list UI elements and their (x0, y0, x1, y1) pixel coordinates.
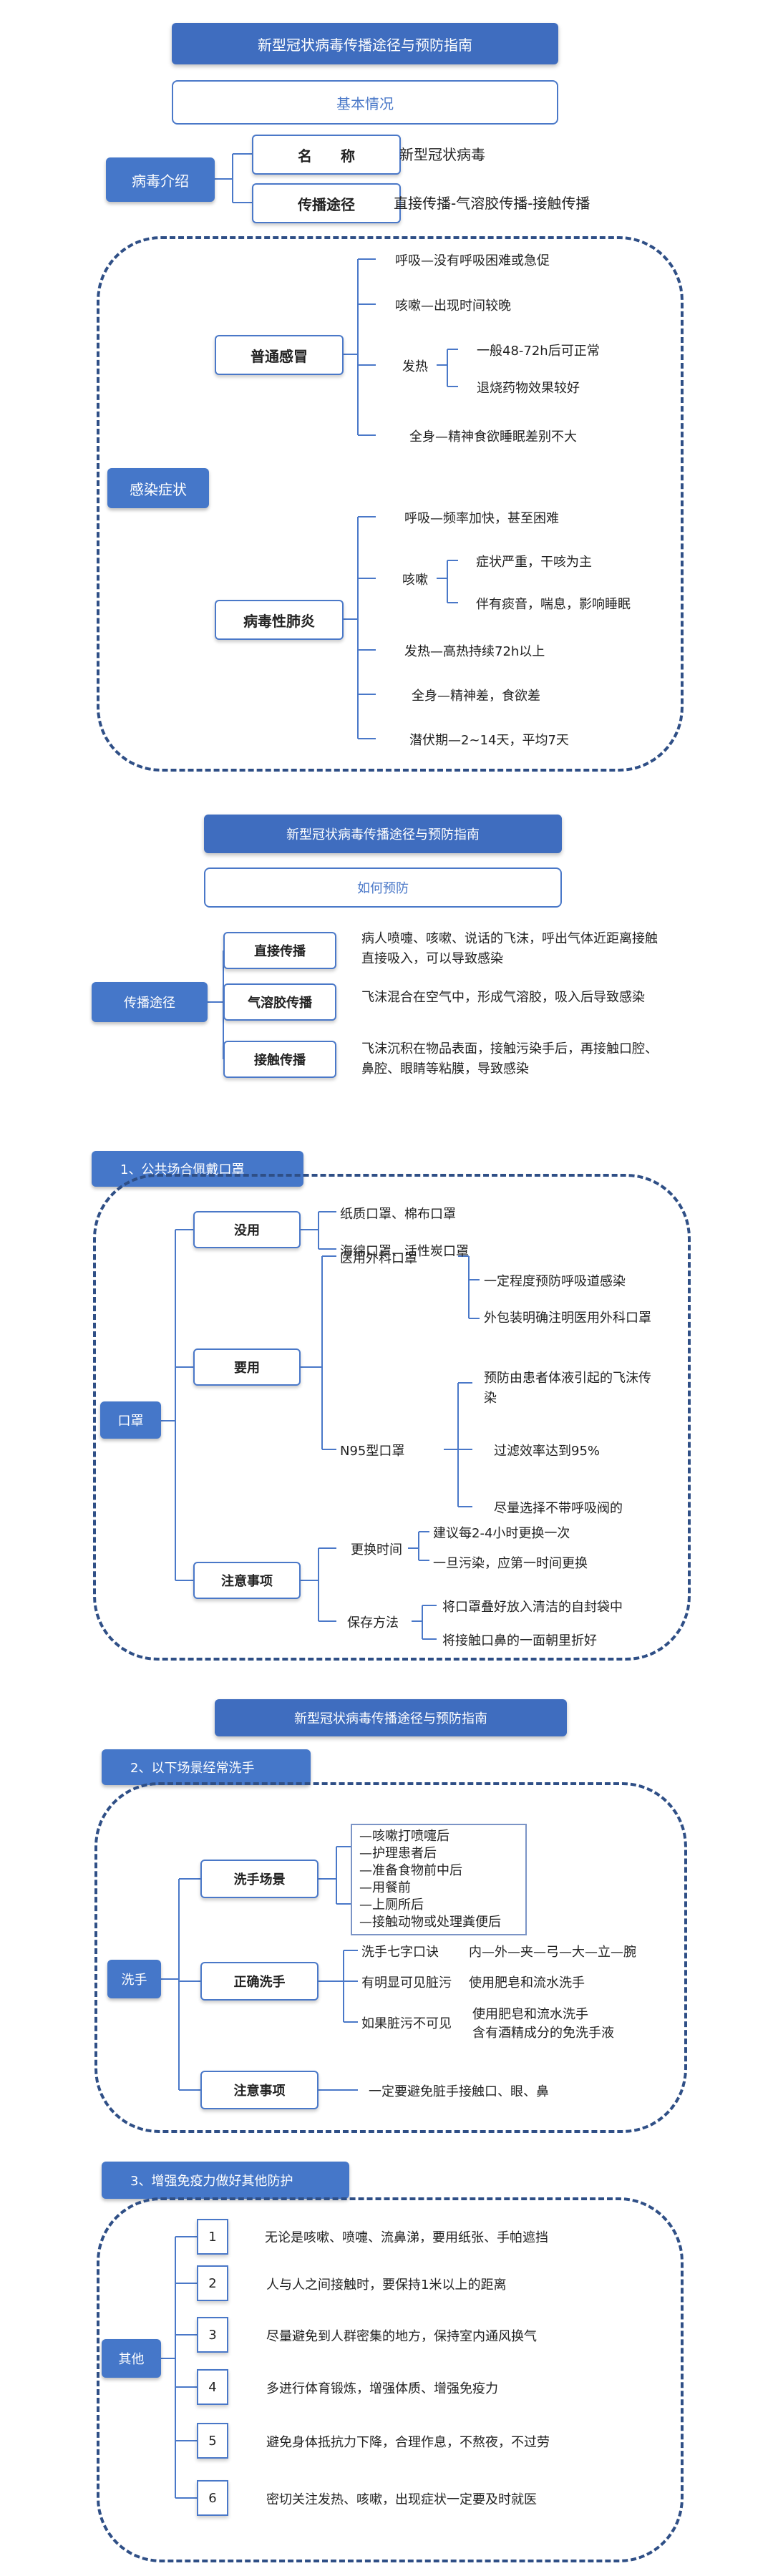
tip-number-3: 3 (197, 2317, 228, 2353)
useful-node: 要用 (193, 1348, 301, 1386)
other-root-node: 其他 (102, 2339, 161, 2378)
wash-rule-3a: 如果脏污不可见 (361, 2016, 452, 2031)
mask-frame (93, 1174, 691, 1661)
direct-desc: 病人喷嚏、咳嗽、说话的飞沫，呼出气体近距离接触直接吸入，可以导致感染 (361, 931, 658, 966)
symptoms-frame (97, 236, 684, 772)
pneu-item-5: 潜伏期—2~14天，平均7天 (409, 733, 569, 748)
name-value: 新型冠状病毒 (399, 146, 485, 163)
pneumonia-node: 病毒性肺炎 (215, 600, 344, 640)
tip-text-1: 无论是咳嗽、喷嚏、流鼻涕，要用纸张、手帕遮挡 (265, 2230, 548, 2245)
scenes-list: —咳嗽打喷嚏后 —护理患者后 —准备食物前中后 —用餐前 —上厕所后 —接触动物… (351, 1824, 527, 1935)
cold-node: 普通感冒 (215, 335, 344, 375)
pneu-item-2: 咳嗽 (402, 573, 428, 588)
tip-number-2: 2 (197, 2265, 228, 2301)
name-node: 名 称 (252, 135, 401, 175)
fever-item-2: 退烧药物效果较好 (477, 381, 580, 396)
pneu-item-1: 呼吸—频率加快，甚至困难 (404, 511, 559, 526)
tip-number-1: 1 (197, 2219, 228, 2255)
cold-item-3: 发热 (402, 359, 428, 374)
sec1-subtitle: 基本情况 (172, 80, 558, 125)
sec2-title: 新型冠状病毒传播途径与预防指南 (204, 815, 562, 853)
scene-item-2: —护理患者后 (359, 1846, 437, 1861)
aerosol-desc: 飞沫混合在空气中，形成气溶胶，吸入后导致感染 (361, 990, 645, 1005)
pneu-item-3: 发热—高热持续72h以上 (404, 644, 545, 659)
wash-rule-2b: 使用肥皂和流水洗手 (469, 1975, 585, 1991)
pneu-item-4: 全身—精神差，食欲差 (412, 689, 540, 704)
useless-node: 没用 (193, 1211, 301, 1248)
cold-item-2: 咳嗽—出现时间较晚 (395, 298, 511, 314)
contact-desc: 飞沫沉积在物品表面，接触污染手后，再接触口腔、鼻腔、眼睛等粘膜，导致感染 (361, 1041, 658, 1076)
tip-text-5: 避免身体抵抗力下降，合理作息，不熬夜，不过劳 (266, 2435, 550, 2450)
store-label: 保存方法 (347, 1615, 399, 1630)
tip-number-6: 6 (197, 2480, 228, 2516)
fever-item-1: 一般48-72h后可正常 (477, 344, 600, 359)
replace-item-1: 建议每2-4小时更换一次 (433, 1526, 570, 1541)
surgical-item-1: 一定程度预防呼吸道感染 (484, 1274, 626, 1289)
mask-notes-node: 注意事项 (193, 1562, 301, 1599)
wash-notes-text: 一定要避免脏手接触口、眼、鼻 (369, 2084, 549, 2099)
handwash-tab: 2、以下场景经常洗手 (102, 1749, 311, 1785)
tip-text-4: 多进行体育锻炼，增强体质、增强免疫力 (266, 2381, 498, 2396)
wash-rule-1b: 内—外—夹—弓—大—立—腕 (469, 1945, 636, 1960)
tip-number-5: 5 (197, 2423, 228, 2459)
route-value: 直接传播-气溶胶传播-接触传播 (394, 195, 590, 212)
tip-text-3: 尽量避免到人群密集的地方，保持室内通风换气 (266, 2329, 537, 2344)
tip-text-6: 密切关注发热、咳嗽，出现症状一定要及时就医 (266, 2492, 537, 2507)
scene-item-5: —上厕所后 (359, 1897, 424, 1912)
immunity-tab: 3、增强免疫力做好其他防护 (102, 2162, 349, 2199)
direct-node: 直接传播 (223, 932, 336, 969)
n95-label: N95型口罩 (340, 1444, 405, 1459)
sec1-title: 新型冠状病毒传播途径与预防指南 (172, 23, 558, 64)
replace-label: 更换时间 (351, 1542, 402, 1557)
immunity-frame (97, 2197, 684, 2562)
n95-item-1: 预防由患者体液引起的飞沫传染 (484, 1371, 651, 1406)
symptoms-node: 感染症状 (107, 468, 209, 508)
cough-item-1: 症状严重，干咳为主 (476, 555, 592, 570)
sec4-title: 新型冠状病毒传播途径与预防指南 (215, 1699, 567, 1736)
wash-rule-3c: 含有酒精成分的免洗手液 (472, 2026, 614, 2041)
scene-item-1: —咳嗽打喷嚏后 (359, 1829, 449, 1844)
wash-rule-1a: 洗手七字口诀 (361, 1945, 439, 1960)
virus-intro-node: 病毒介绍 (106, 157, 215, 202)
contact-node: 接触传播 (223, 1041, 336, 1078)
tip-text-2: 人与人之间接触时，要保持1米以上的距离 (266, 2278, 507, 2293)
scene-item-4: —用餐前 (359, 1880, 411, 1895)
handwash-frame (94, 1782, 687, 2133)
cough-item-2: 伴有痰音，喘息，影响睡眠 (476, 597, 631, 612)
tip-number-4: 4 (197, 2369, 228, 2405)
aerosol-node: 气溶胶传播 (223, 983, 336, 1021)
surgical-label: 医用外科口罩 (340, 1251, 417, 1266)
wash-rule-2a: 有明显可见脏污 (361, 1975, 452, 1991)
scene-item-6: —接触动物或处理粪便后 (359, 1915, 501, 1930)
scenes-node: 洗手场景 (200, 1860, 319, 1898)
cold-item-1: 呼吸—没有呼吸困难或急促 (395, 253, 550, 268)
handwash-root-node: 洗手 (107, 1960, 161, 1998)
replace-item-2: 一旦污染，应第一时间更换 (433, 1556, 588, 1571)
cold-item-4: 全身—精神食欲睡眠差别不大 (409, 429, 577, 444)
route-node: 传播途径 (252, 183, 401, 223)
sec2-subtitle: 如何预防 (204, 867, 562, 908)
useless-item-2: 海绵口罩、活性炭口罩 (340, 1244, 469, 1259)
wash-notes-node: 注意事项 (200, 2071, 319, 2109)
wash-rule-3b: 使用肥皂和流水洗手 (472, 2007, 588, 2022)
store-item-1: 将口罩叠好放入清洁的自封袋中 (442, 1600, 623, 1615)
correct-wash-node: 正确洗手 (200, 1962, 319, 2001)
route-root-node: 传播途径 (92, 982, 208, 1022)
surgical-item-2: 外包装明确注明医用外科口罩 (484, 1311, 651, 1326)
n95-item-3: 尽量选择不带呼吸阀的 (494, 1501, 623, 1516)
useless-item-1: 纸质口罩、棉布口罩 (340, 1207, 456, 1222)
store-item-2: 将接触口鼻的一面朝里折好 (442, 1633, 597, 1648)
n95-item-2: 过滤效率达到95% (494, 1444, 601, 1459)
mask-root-node: 口罩 (100, 1401, 161, 1439)
scene-item-3: —准备食物前中后 (359, 1863, 462, 1878)
